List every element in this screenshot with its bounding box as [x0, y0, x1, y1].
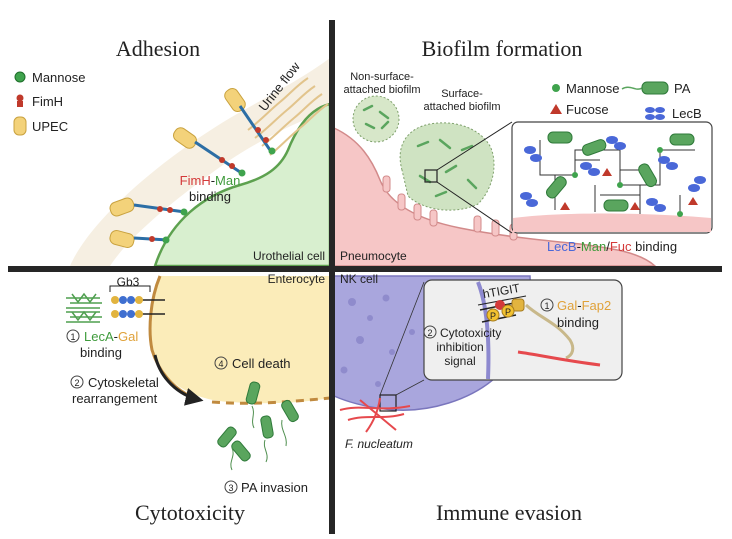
fnucleatum-in-inset	[517, 350, 601, 367]
upec-chain	[173, 127, 246, 177]
cytoskeletal-label-1: Cytoskeletal	[88, 375, 159, 390]
gb3-receptor	[111, 296, 165, 318]
legend-upec-label: UPEC	[32, 119, 68, 134]
pa-invasion-label: PA invasion	[241, 480, 308, 495]
fucose-triangle-icon	[550, 104, 562, 114]
cytotoxicity-quadrant: Enterocyte Gb3 1 LecA-Gal binding 2 Cyto…	[66, 272, 331, 525]
pa-invasion-bacteria	[217, 381, 299, 462]
lecb-clusters-in-inset	[520, 136, 706, 212]
non-surface-biofilm-bacteria	[362, 104, 390, 130]
pneumocyte-label: Pneumocyte	[340, 249, 407, 263]
htigit-label: hTIGIT	[482, 281, 522, 301]
pneumocyte-microvilli	[382, 175, 518, 241]
adhesion-title: Adhesion	[116, 36, 200, 61]
urine-flow-band	[70, 58, 330, 266]
legend-fimh-label: FimH	[32, 94, 63, 109]
upec-chain	[224, 88, 276, 155]
upec-bacterium-icon	[13, 116, 27, 136]
immune-step2-number: 2	[427, 328, 432, 338]
surface-biofilm-bacteria	[416, 138, 478, 198]
fimh-man-binding-label: FimH-Man	[180, 173, 241, 188]
fnucleatum-label: F. nucleatum	[345, 437, 413, 451]
zoom-box-marker	[424, 169, 438, 183]
nk-membrane-in-inset	[476, 281, 491, 380]
cytoskeletal-arrow	[153, 354, 204, 406]
leca-gal-binding-label: LecA-Gal	[84, 329, 138, 344]
upec-chain	[109, 229, 170, 249]
step2-number: 2	[74, 378, 79, 388]
horizontal-divider	[8, 266, 722, 272]
legend-mannose-label: Mannose	[32, 70, 85, 85]
adhesion-quadrant: Adhesion Mannose FimH UPEC Urine flow	[13, 36, 332, 268]
inhibition-label-2: inhibition	[436, 340, 483, 354]
step3-number: 3	[228, 483, 233, 493]
leca-lectin-icon	[66, 292, 102, 323]
inhibition-label-1: Cytotoxicity	[440, 326, 501, 340]
legend-mannose-label: Mannose	[566, 81, 619, 96]
htigit-receptor	[479, 298, 525, 323]
pneumocyte-cell	[333, 126, 657, 267]
immune-evasion-quadrant: NK cell hTIGIT P P 2 Cytotoxicit	[333, 272, 623, 525]
upec-chain	[109, 197, 188, 217]
mannose-in-inset	[572, 147, 683, 217]
legend-lecb-label: LecB	[672, 106, 702, 121]
nk-cell-granules	[340, 294, 415, 387]
fnucleatum-bacteria	[339, 397, 411, 433]
cell-death-label: Cell death	[232, 356, 291, 371]
upec-bacterium-icon	[173, 127, 197, 149]
mannose-dot-icon	[552, 84, 560, 92]
upec-bacterium-icon	[109, 197, 135, 217]
gal-fap2-binding-label: Gal-Fap2	[557, 298, 611, 313]
biofilm-zoom-inset	[511, 121, 713, 234]
mannose-dot-icon	[14, 71, 26, 83]
immune-step1-number: 1	[544, 301, 549, 311]
fimh-man-binding-word: binding	[189, 189, 231, 204]
gb3-label: Gb3	[117, 275, 140, 289]
vertical-divider	[329, 20, 335, 534]
pa-bacteria-in-inset	[546, 131, 695, 212]
non-surface-biofilm-label-1: Non-surface-	[350, 71, 414, 83]
legend-pa-label: PA	[674, 81, 691, 96]
gal-fap2-binding-word: binding	[557, 315, 599, 330]
leca-gal-binding-word: binding	[80, 345, 122, 360]
urothelial-cell	[153, 102, 332, 268]
legend-fucose-label: Fucose	[566, 102, 609, 117]
surface-biofilm	[399, 122, 495, 211]
lecb-man-fuc-binding-label: LecB-Man/Fuc binding	[547, 239, 677, 254]
immune-zoom-inset: hTIGIT P P 2 Cytotoxicity inhibition sig…	[379, 279, 623, 396]
step1-number: 1	[70, 332, 75, 342]
pa-invasion-flagella	[230, 405, 287, 471]
urothelial-cell-label: Urothelial cell	[253, 249, 325, 263]
enterocyte-membrane-broken	[211, 396, 331, 405]
cytoskeletal-label-2: rearrangement	[72, 391, 158, 406]
lecb-icon	[645, 107, 665, 120]
fimh-icon	[16, 94, 24, 107]
phospho-label-1: P	[490, 311, 496, 321]
biofilm-quadrant: Biofilm formation Non-surface- attached …	[333, 36, 713, 267]
fap2-stalk	[524, 303, 575, 360]
upec-bacterium-icon	[109, 229, 135, 249]
non-surface-biofilm-label-2: attached biofilm	[343, 84, 420, 96]
biofilm-legend: Mannose PA Fucose LecB	[550, 81, 702, 121]
enterocyte-label: Enterocyte	[268, 272, 326, 286]
urine-flow-arrows	[247, 77, 329, 156]
cytotoxicity-title: Cytotoxicity	[135, 500, 245, 525]
nk-cell-label: NK cell	[340, 272, 378, 286]
biofilm-title: Biofilm formation	[422, 36, 583, 61]
inhibition-label-3: signal	[444, 354, 475, 368]
adhesion-legend: Mannose FimH UPEC	[13, 70, 85, 136]
phospho-label-2: P	[505, 307, 511, 317]
surface-biofilm-label-1: Surface-	[441, 88, 483, 100]
non-surface-biofilm	[352, 95, 400, 143]
pa-bacterium-icon	[621, 81, 669, 95]
step4-number: 4	[218, 359, 223, 369]
enterocyte-cell	[150, 276, 330, 404]
fucose-in-inset	[560, 168, 698, 210]
surface-biofilm-label-2: attached biofilm	[423, 101, 500, 113]
immune-evasion-title: Immune evasion	[436, 500, 582, 525]
